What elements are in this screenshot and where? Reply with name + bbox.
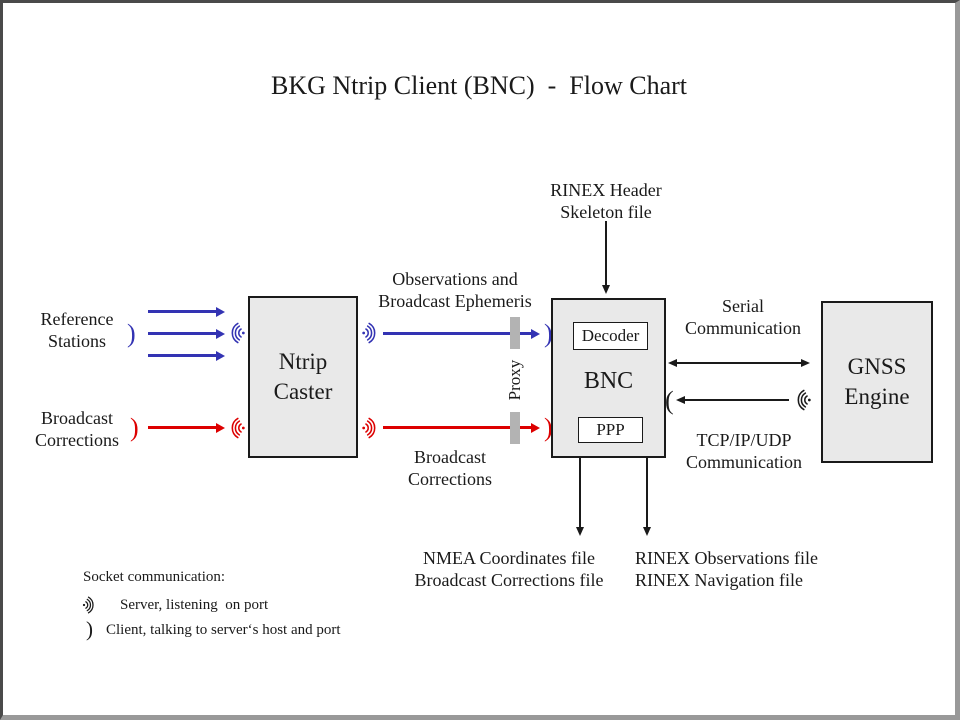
node-ntrip-caster: Ntrip Caster: [248, 296, 358, 458]
server-socket-icon: [81, 594, 99, 616]
server-socket-icon: [225, 416, 247, 440]
legend-server-label: Server, listening on port: [120, 597, 269, 613]
proxy-bar: [510, 317, 520, 349]
label-observations-ephemeris: Observations and Broadcast Ephemeris: [378, 269, 532, 311]
label-nmea-files: NMEA Coordinates file Broadcast Correcti…: [414, 548, 604, 590]
reference-stream-arrow: [148, 354, 216, 357]
node-ppp: PPP: [578, 417, 643, 443]
tcp-communication-arrow: [685, 399, 789, 401]
rinex-output-arrow: [646, 458, 648, 527]
server-socket-icon: [360, 416, 382, 440]
observations-flow-arrow: [383, 332, 531, 335]
label-tcp-communication: TCP/IP/UDP Communication: [686, 430, 802, 472]
reference-stream-arrow: [148, 332, 216, 335]
corrections-stream-arrow: [148, 426, 216, 429]
client-socket-icon: ): [544, 319, 553, 348]
label-reference-stations: Reference Stations: [40, 309, 114, 351]
legend-heading: Socket communication:: [83, 569, 226, 585]
label-rinex-header-skeleton: RINEX Header Skeleton file: [550, 180, 662, 222]
reference-stream-arrow: [148, 310, 216, 313]
client-socket-icon: ): [86, 617, 93, 641]
nmea-output-arrow: [579, 458, 581, 527]
node-decoder: Decoder: [573, 322, 648, 350]
server-socket-icon: [360, 321, 382, 345]
label-broadcast-corrections-in: Broadcast Corrections: [35, 408, 119, 450]
label-rinex-files: RINEX Observations file RINEX Navigation…: [635, 548, 818, 590]
client-socket-icon: ): [544, 413, 553, 442]
client-socket-icon: ): [130, 413, 139, 442]
legend-client-label: Client, talking to server‘s host and por…: [106, 622, 341, 638]
label-serial-communication: Serial Communication: [685, 296, 801, 338]
page-title: BKG Ntrip Client (BNC) - Flow Chart: [271, 71, 687, 100]
server-socket-icon: [791, 388, 813, 412]
bnc-label: BNC: [583, 368, 634, 394]
corrections-flow-arrow: [383, 426, 531, 429]
proxy-bar: [510, 412, 520, 444]
label-broadcast-corrections-out: Broadcast Corrections: [408, 447, 492, 489]
client-socket-icon: (: [665, 386, 674, 415]
node-gnss-engine: GNSS Engine: [821, 301, 933, 463]
label-proxy: Proxy: [505, 359, 524, 401]
server-socket-icon: [225, 321, 247, 345]
client-socket-icon: ): [127, 319, 136, 348]
skeleton-file-arrow: [605, 221, 607, 285]
node-bnc: Decoder BNC PPP: [551, 298, 666, 458]
serial-communication-arrow: [677, 362, 801, 364]
